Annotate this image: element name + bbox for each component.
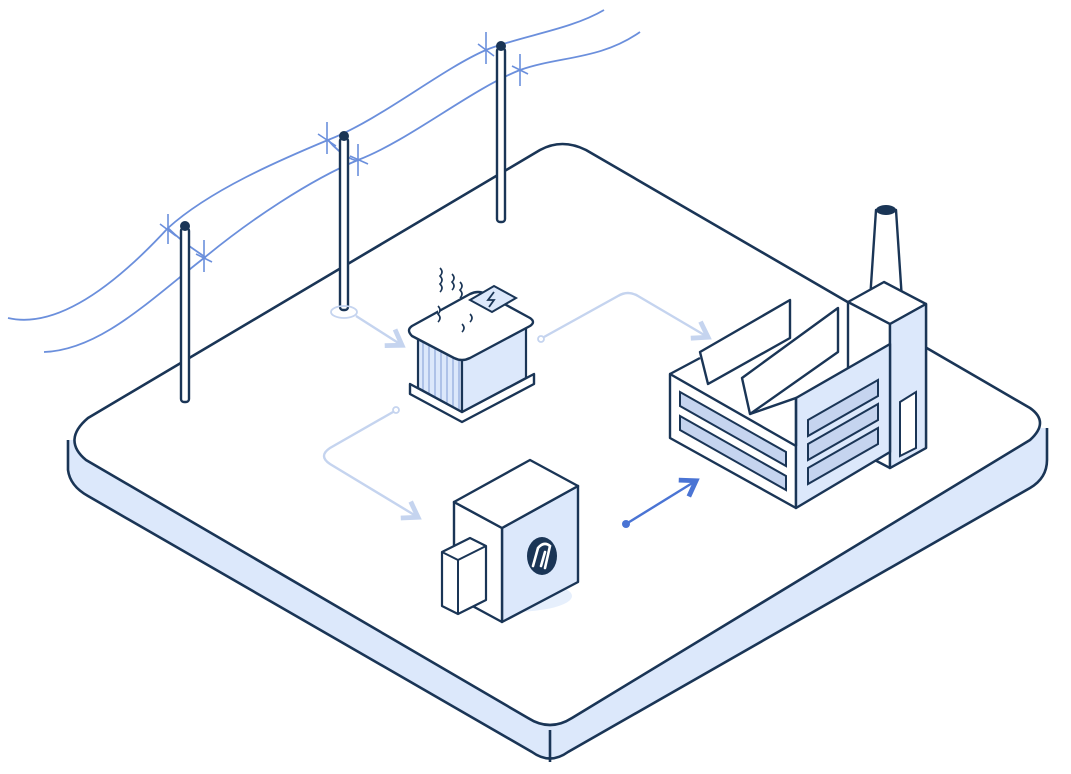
platform-top [73,142,1042,727]
power-pole-3 [477,32,529,224]
brand-logo-icon [527,537,557,575]
connection-grid-to-transformer [355,314,406,349]
transformer [407,267,536,424]
insulators [436,267,473,333]
factory [668,205,928,510]
lightning-icon [467,284,519,314]
power-pole-1 [159,214,213,404]
connection-transformer-to-converter [322,406,422,521]
connection-converter-to-factory [622,477,700,528]
connection-transformer-to-factory [537,291,712,343]
converter-unit [440,458,580,624]
power-pole-2 [317,122,369,319]
